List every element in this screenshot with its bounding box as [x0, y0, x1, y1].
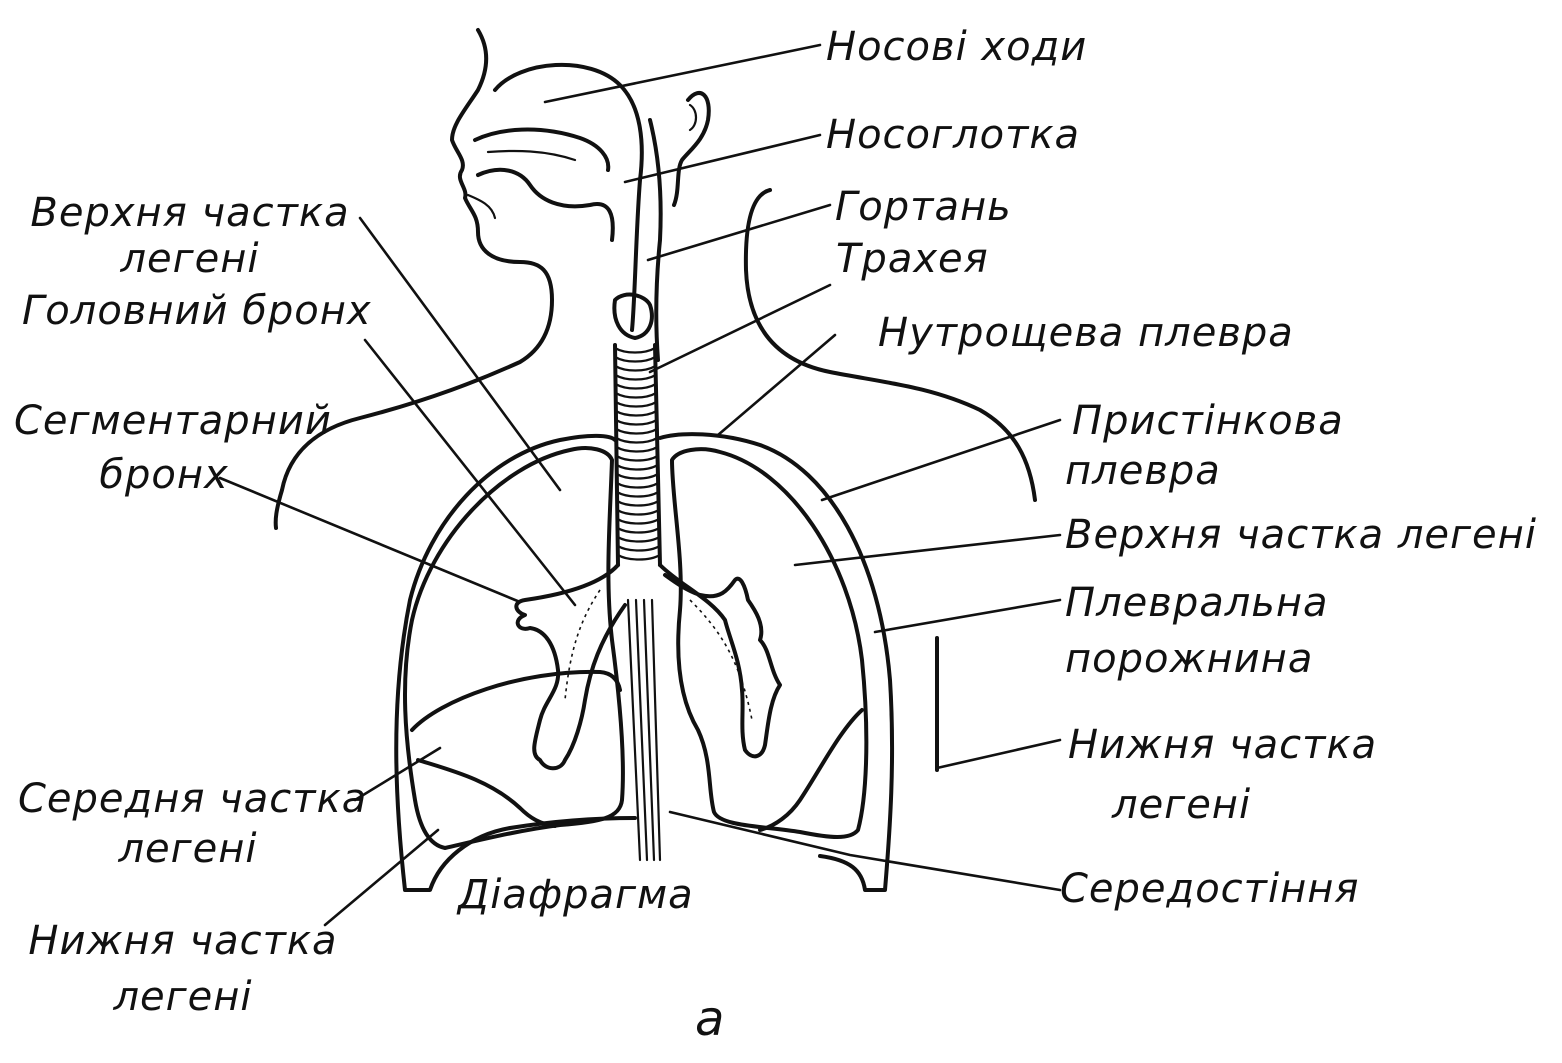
bronchus-right — [658, 563, 782, 759]
label-pleural-cavity-line-2: порожнина — [1065, 636, 1314, 682]
label-trachea: Трахея — [836, 236, 989, 282]
ear-inner — [688, 103, 698, 132]
trachea-ring — [616, 553, 661, 561]
trachea-ring — [615, 490, 660, 498]
leader-upper-lobe-left — [358, 216, 562, 492]
label-lower-lobe-left-line-1: Нижня частка — [28, 918, 338, 964]
mediastinum-strand-4 — [650, 598, 662, 862]
trachea-ring — [616, 499, 660, 507]
label-visceral-pleura: Нутрощева плевра — [878, 310, 1294, 356]
label-larynx: Гортань — [835, 184, 1012, 230]
label-lower-lobe-right-line-1: Нижня частка — [1068, 722, 1378, 768]
ear — [672, 91, 711, 207]
leader-lower-lobe-right — [935, 738, 1062, 770]
trachea-ring — [616, 544, 661, 552]
trachea-ring — [615, 463, 659, 471]
leader-nasal-passages — [543, 43, 822, 104]
leader-trachea — [648, 283, 832, 374]
mediastinum-strand-1 — [626, 598, 642, 862]
head-outline — [273, 28, 554, 530]
leader-lower-lobe-left — [323, 828, 440, 927]
shoulder-right — [743, 188, 1037, 502]
trachea-ring — [614, 382, 657, 390]
bronchus-hatch-left — [564, 589, 601, 701]
mouth-tongue — [476, 167, 615, 242]
leader-main-bronchus — [363, 338, 577, 607]
leader-segmental-bronchus — [218, 476, 522, 604]
label-parietal-pleura-line-1: Пристінкова — [1072, 398, 1344, 444]
mediastinum-strand-3 — [642, 598, 656, 862]
left-lung-fissure-1 — [410, 669, 622, 732]
label-diaphragm: Діафрагма — [458, 872, 694, 918]
label-segmental-bronchus-line-2: бронх — [99, 452, 229, 498]
trachea-right-wall — [653, 343, 662, 567]
trachea-ring — [614, 355, 657, 363]
label-lower-lobe-right-line-2: легені — [1112, 782, 1252, 828]
label-mediastinum: Середостіння — [1060, 866, 1360, 912]
trachea-ring — [615, 445, 659, 453]
leader-visceral-pleura — [716, 333, 837, 437]
figure-letter: а — [695, 991, 726, 1047]
label-upper-lobe-left-line-2: легені — [120, 236, 260, 282]
trachea-ring — [613, 346, 657, 354]
nasal-cavity — [473, 127, 611, 172]
trachea-ring — [614, 409, 658, 417]
mediastinum-strand-2 — [634, 598, 649, 862]
label-nasopharynx: Носоглотка — [826, 112, 1081, 158]
leader-mediastinum — [668, 810, 1062, 892]
trachea-ring — [614, 391, 658, 399]
leader-larynx — [646, 203, 832, 262]
label-main-bronchus: Головний бронх — [22, 288, 372, 334]
trachea-ring — [614, 364, 657, 372]
trachea-ring — [615, 427, 659, 435]
trachea-ring — [615, 472, 660, 480]
trachea-ring — [616, 508, 660, 516]
neck-back — [648, 118, 663, 362]
label-middle-lobe-line-2: легені — [118, 826, 258, 872]
left-lung-outline — [402, 446, 625, 850]
trachea-ring — [616, 535, 661, 543]
trachea-ring — [616, 526, 661, 534]
lip-detail — [466, 193, 497, 220]
label-nasal-passages: Носові ходи — [826, 24, 1088, 70]
label-upper-lobe-right: Верхня частка легені — [1065, 512, 1537, 558]
trachea-left-wall — [613, 343, 620, 567]
thorax-outer — [394, 432, 895, 892]
right-lung-fissure — [758, 708, 864, 832]
skull-outline — [493, 62, 644, 332]
trachea-rings — [613, 346, 661, 561]
label-middle-lobe-line-1: Середня частка — [18, 776, 368, 822]
left-lung-fissure-2 — [416, 758, 557, 828]
larynx-shape — [612, 292, 654, 340]
trachea-ring — [614, 418, 658, 426]
trachea-ring — [615, 481, 660, 489]
leader-upper-lobe-right — [793, 533, 1062, 567]
bronchus-left — [514, 563, 627, 771]
trachea-ring — [614, 373, 657, 381]
leader-pleural-cavity — [873, 598, 1062, 634]
label-lower-lobe-left-line-2: легені — [113, 974, 253, 1020]
trachea-ring — [615, 436, 659, 444]
leader-nasopharynx — [623, 133, 822, 184]
leader-parietal-pleura — [820, 418, 1062, 502]
trachea-ring — [616, 517, 661, 525]
right-lung-outline — [670, 447, 869, 839]
trachea-ring — [615, 454, 659, 462]
nasal-turbinate — [486, 149, 577, 162]
label-parietal-pleura-line-2: плевра — [1065, 448, 1221, 494]
label-pleural-cavity-line-1: Плевральна — [1065, 580, 1329, 626]
leader-middle-lobe — [353, 746, 442, 802]
label-segmental-bronchus-line-1: Сегментарний — [14, 398, 332, 444]
trachea-ring — [614, 400, 658, 408]
label-upper-lobe-left-line-1: Верхня частка — [30, 190, 350, 236]
